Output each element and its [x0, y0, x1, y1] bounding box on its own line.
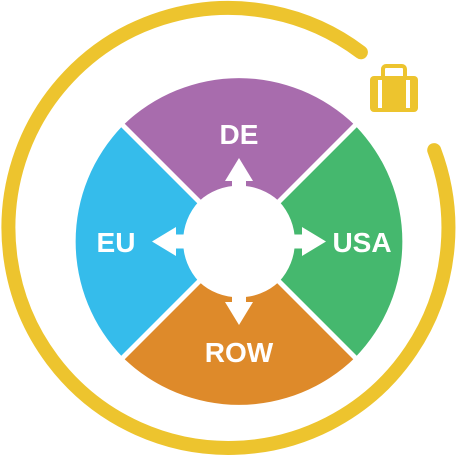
- arrow-down-icon: [225, 275, 253, 325]
- segment-de: [123, 78, 355, 202]
- segment-row: [123, 281, 355, 405]
- label-eu: EU: [97, 227, 136, 258]
- arrow-up-icon: [225, 158, 253, 208]
- suitcase-icon: [370, 64, 418, 112]
- arrow-left-icon: [152, 227, 208, 256]
- outer-ring-arc: [1, 1, 456, 455]
- label-row: ROW: [205, 337, 274, 368]
- segment-eu: [75, 125, 199, 358]
- label-de: DE: [220, 119, 259, 150]
- label-usa: USA: [332, 227, 391, 258]
- segment-usa: [279, 125, 403, 358]
- arrow-right-icon: [270, 227, 326, 256]
- center-hub: [195, 197, 283, 286]
